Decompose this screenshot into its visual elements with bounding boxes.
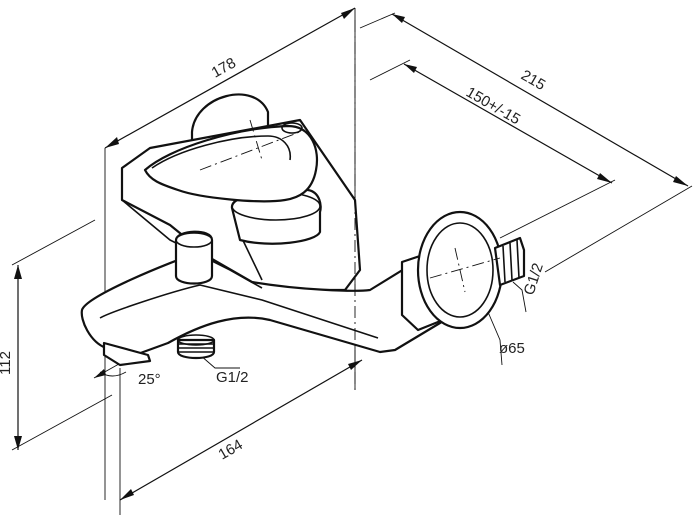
label-height: 112 bbox=[0, 351, 14, 375]
label-spout-angle: 25° bbox=[138, 371, 161, 388]
center-lines bbox=[199, 20, 501, 390]
label-wall-spacing: 150+/-15 bbox=[463, 84, 523, 129]
label-escutcheon-diameter: ø65 bbox=[499, 340, 525, 357]
label-spout-length: 164 bbox=[216, 436, 246, 463]
dimension-arrows bbox=[14, 8, 688, 500]
label-overall-width: 178 bbox=[209, 54, 239, 81]
label-outlet-thread: G1/2 bbox=[216, 369, 249, 386]
outlet-thread bbox=[176, 334, 216, 360]
inlet-thread bbox=[493, 236, 526, 287]
dimension-lines bbox=[11, 7, 693, 515]
faucet-body bbox=[80, 93, 526, 367]
